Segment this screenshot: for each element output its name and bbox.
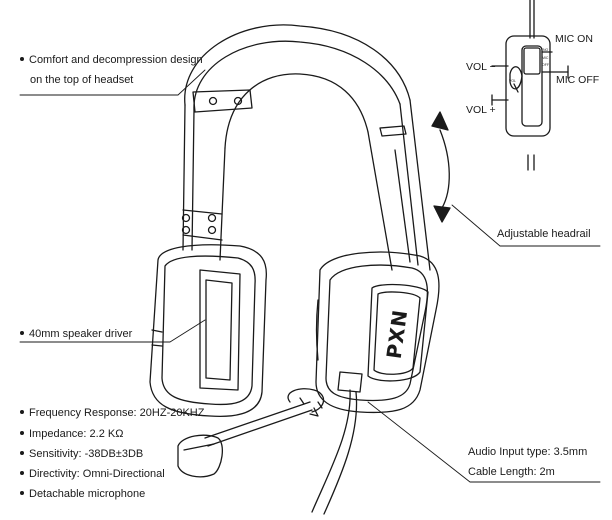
headband-hinge-right <box>379 125 407 137</box>
cable-length-callout: Cable Length: 2m <box>468 466 555 478</box>
comfort-callout-line2: on the top of headset <box>30 74 134 86</box>
spec-sensitivity: Sensitivity: -38DB±3DB <box>20 448 143 461</box>
mic-on-label: MIC ON <box>555 33 593 45</box>
comfort-leader <box>19 69 206 96</box>
headband-hinge-left <box>181 89 253 241</box>
detachable-microphone <box>177 388 325 478</box>
vol-minus-label: VOL − <box>466 61 496 73</box>
spec-impedance: Impedance: 2.2 KΩ <box>20 428 123 441</box>
audio-input-callout: Audio Input type: 3.5mm <box>468 446 588 458</box>
inline-controller <box>491 0 569 171</box>
dial-vol-label: VOL <box>509 79 517 83</box>
vol-plus-label: VOL + <box>466 104 496 116</box>
headrail-arrow <box>431 111 451 223</box>
switch-off-label: OFF <box>542 63 549 67</box>
left-earcup <box>149 244 268 418</box>
speaker-leader <box>19 319 206 343</box>
headband <box>182 24 431 271</box>
right-earcup <box>315 251 440 414</box>
spec-detachable-mic: Detachable microphone <box>20 488 145 501</box>
speaker-callout: 40mm speaker driver <box>20 328 132 341</box>
spec-frequency: Frequency Response: 20HZ-20KHZ <box>20 407 204 420</box>
cable-leader <box>367 401 601 483</box>
headrail-callout: Adjustable headrail <box>497 228 591 240</box>
cable <box>311 389 358 515</box>
spec-directivity: Directivity: Omni-Directional <box>20 468 165 481</box>
callout-lines <box>19 69 601 483</box>
switch-no-label: NO <box>543 48 549 52</box>
comfort-callout: Comfort and decompression design <box>20 54 203 67</box>
headrail-leader <box>451 204 601 247</box>
mic-off-label: MIC OFF <box>556 74 600 86</box>
logo-plate <box>367 283 429 382</box>
switch-mic-label: MIC <box>542 56 549 60</box>
